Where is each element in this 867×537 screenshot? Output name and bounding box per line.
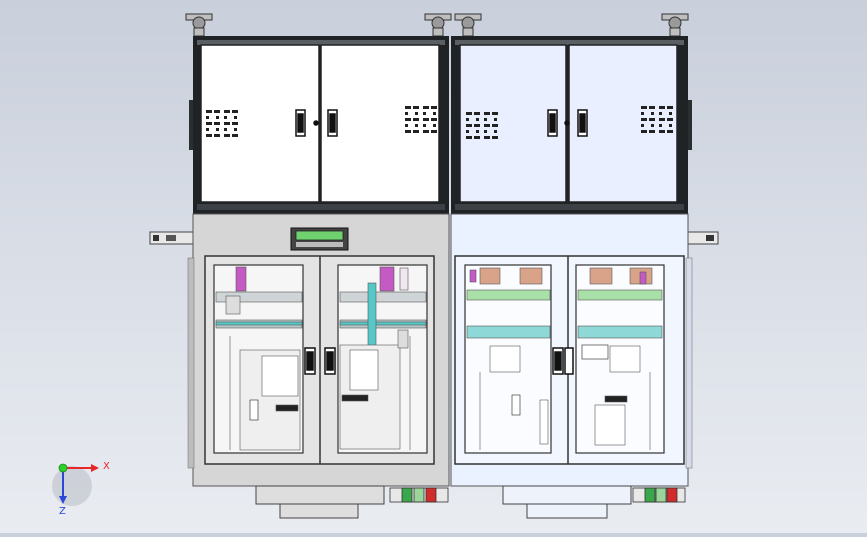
door-handles-upper-right — [547, 109, 588, 137]
door-handles-lower-left — [304, 347, 336, 375]
signal-lights-left — [389, 487, 449, 503]
z-axis-label: Z — [59, 506, 66, 517]
internal-mechanism-right — [466, 267, 663, 450]
lower-housing-right — [450, 213, 693, 519]
lower-housing-left — [187, 213, 450, 519]
control-display[interactable] — [290, 227, 349, 251]
signal-lights-right — [632, 487, 686, 503]
door-handles-lower-right — [552, 347, 574, 375]
caster-wheel-3 — [454, 13, 482, 37]
caster-wheel-1 — [185, 13, 213, 37]
door-handles-upper-left — [295, 109, 338, 137]
side-rails — [149, 231, 719, 245]
caster-wheel-4 — [661, 13, 689, 37]
cabinet-door-left-2[interactable] — [320, 44, 440, 203]
vent-grilles-upper-right — [466, 106, 673, 139]
vent-grilles-upper-left — [206, 106, 437, 137]
upper-cabinet-left — [193, 36, 449, 214]
internal-mechanism-left — [215, 266, 427, 451]
coordinate-triad: X Z — [52, 461, 110, 517]
caster-wheels-top — [185, 13, 689, 37]
caster-wheel-2 — [424, 13, 452, 37]
upper-cabinet-right — [189, 36, 692, 214]
triad-origin — [58, 463, 68, 473]
x-axis-label: X — [103, 461, 110, 472]
